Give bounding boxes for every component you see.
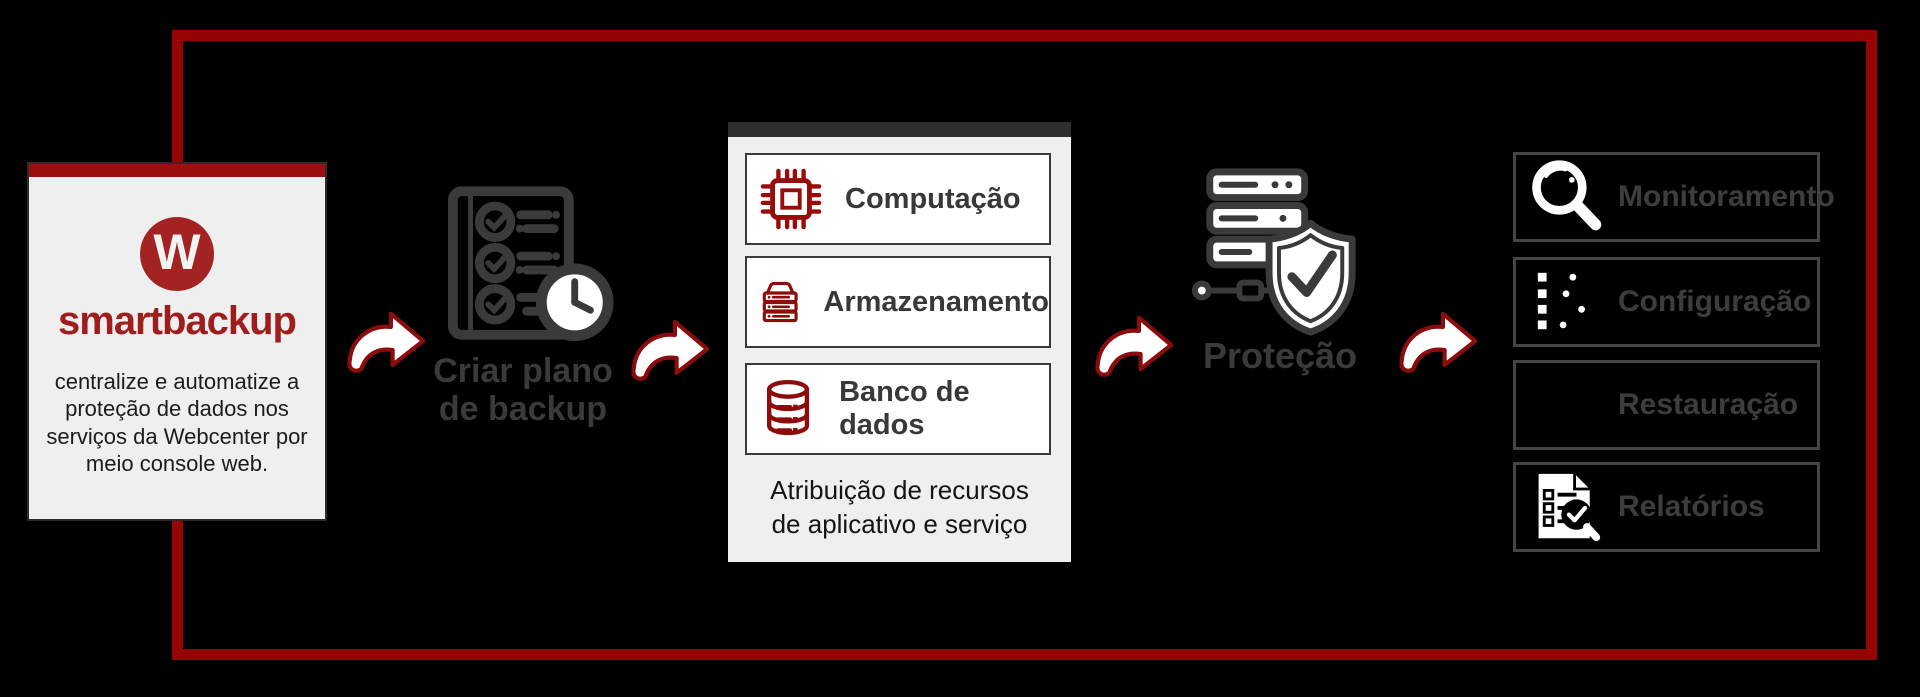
- operation-icon-zone: [1516, 267, 1618, 337]
- report-document-icon: [1538, 473, 1601, 542]
- operation-label: Restauração: [1618, 388, 1799, 421]
- resources-caption: Atribuição de recursos de aplicativo e s…: [728, 474, 1071, 542]
- checklist-clock-icon: [447, 186, 614, 342]
- brand-logo-letter: W: [153, 224, 201, 280]
- resource-box-compute: Computação: [745, 153, 1051, 245]
- operation-icon-zone: [1516, 157, 1618, 237]
- create-plan-label-line1: Criar plano: [433, 352, 613, 390]
- operation-box-monitoring: Monitoramento: [1513, 152, 1835, 242]
- create-plan-label-line2: de backup: [438, 390, 608, 429]
- resource-label: Armazenamento: [823, 285, 1049, 318]
- brand-description: centralize e automatize a proteção de da…: [46, 369, 308, 476]
- flow-arrow-icon: [1095, 315, 1174, 377]
- brand-card: W smartbackup centralize e automatize a …: [27, 162, 327, 521]
- resources-panel: Computação Armazenamento: [728, 122, 1071, 562]
- operation-label: Configuração: [1618, 285, 1812, 318]
- resource-box-database: Banco de dados: [745, 363, 1051, 455]
- storage-server-icon: [762, 281, 798, 323]
- resource-label: Computação: [845, 182, 1021, 215]
- server-shield-icon: [1191, 168, 1356, 336]
- brand-logo-icon: W: [140, 217, 214, 291]
- operation-label: Monitoramento: [1618, 180, 1835, 213]
- database-icon: [766, 379, 810, 436]
- operation-box-reports: Relatórios: [1513, 462, 1820, 552]
- cpu-chip-icon: [760, 168, 822, 230]
- magnifier-icon: [1532, 160, 1602, 231]
- resource-label: Banco de dados: [839, 376, 970, 441]
- resources-caption-line1: Atribuição de recursos: [770, 475, 1029, 505]
- operation-box-configuration: Configuração: [1513, 257, 1820, 347]
- card-top-bar: [29, 164, 325, 177]
- flow-arrow-icon: [631, 319, 710, 381]
- resources-panel-header: [728, 122, 1071, 137]
- brand-wordmark: smartbackup: [58, 299, 297, 343]
- resource-box-storage: Armazenamento: [745, 256, 1051, 348]
- protection-label: Proteção: [1202, 335, 1358, 376]
- settings-dots-icon: [1537, 272, 1585, 330]
- operation-box-restore: Restauração: [1513, 360, 1820, 450]
- resources-caption-line2: de aplicativo e serviço: [771, 508, 1028, 539]
- flow-arrow-icon: [1399, 311, 1478, 373]
- create-plan-label: Criar plano de backup: [408, 352, 638, 428]
- operation-label: Relatórios: [1618, 490, 1765, 523]
- operation-icon-zone: [1516, 470, 1618, 544]
- flow-arrow-icon: [347, 311, 426, 373]
